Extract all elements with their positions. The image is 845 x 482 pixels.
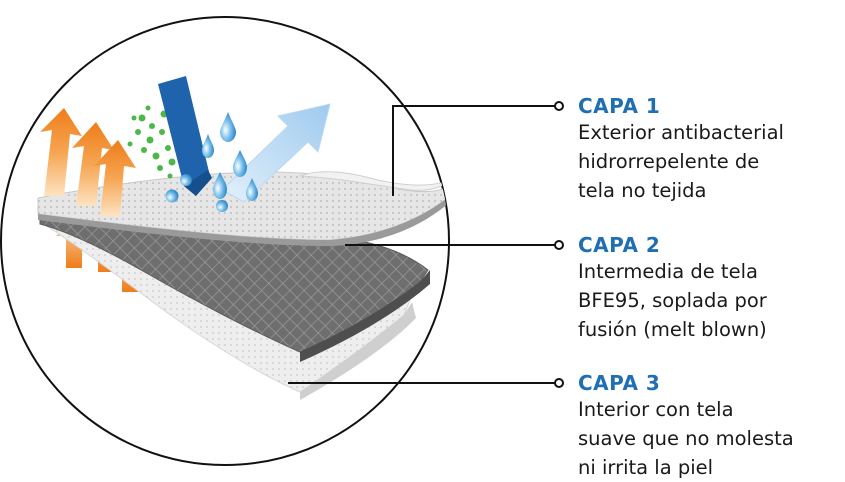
layer-1-description: Exterior antibacterial hidrorrepelente d…	[578, 118, 843, 205]
layer-1-title: CAPA 1	[578, 94, 661, 118]
layer-2-title: CAPA 2	[578, 233, 661, 257]
leader-dot-3	[554, 378, 564, 388]
layer-1-line: Exterior antibacterial	[578, 121, 784, 144]
heat-arrows-upper	[40, 108, 136, 216]
layer-2-line: BFE95, soplada por	[578, 289, 767, 312]
layer-1-label: CAPA 1 Exterior antibacterial hidrorrepe…	[578, 94, 843, 205]
layer-3-line: ni irrita la piel	[578, 456, 714, 479]
layer-3-title: CAPA 3	[578, 371, 661, 395]
water-drops	[165, 112, 258, 212]
layer-1-sheet	[37, 171, 449, 241]
layer-2-label: CAPA 2 Intermedia de tela BFE95, soplada…	[578, 233, 843, 344]
layer-1-line: hidrorrepelente de	[578, 150, 760, 173]
leader-dot-1	[554, 101, 564, 111]
leader-line-1	[392, 105, 556, 196]
blocked-arrow	[158, 76, 212, 196]
layer-3-description: Interior con tela suave que no molesta n…	[578, 395, 843, 482]
leader-dot-2	[554, 240, 564, 250]
layer-2-description: Intermedia de tela BFE95, soplada por fu…	[578, 257, 843, 344]
layer-3-line: suave que no molesta	[578, 427, 794, 450]
layer-2-line: Intermedia de tela	[578, 260, 758, 283]
layer-1-line: tela no tejida	[578, 179, 707, 202]
layer-2-line: fusión (melt blown)	[578, 318, 767, 341]
layer-3-label: CAPA 3 Interior con tela suave que no mo…	[578, 371, 843, 482]
layer-3-line: Interior con tela	[578, 398, 734, 421]
